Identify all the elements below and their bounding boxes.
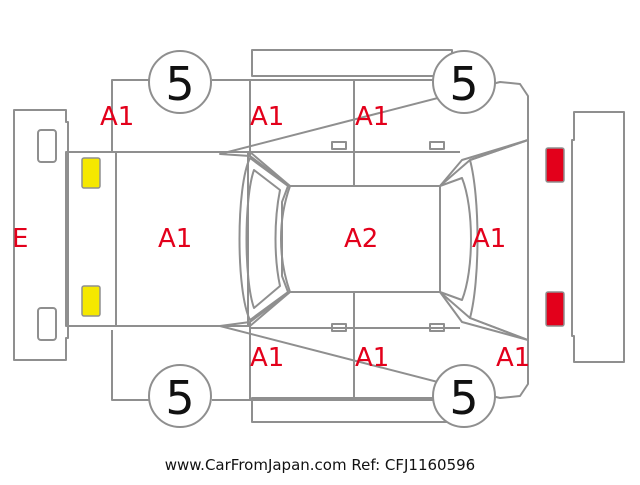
label-rear-right-quarter: A1	[496, 343, 530, 373]
front-bumper-outline	[13, 109, 69, 361]
tire-rear-left	[432, 50, 496, 114]
tire-front-right-grade: 5	[165, 371, 194, 425]
tire-rear-right	[432, 364, 496, 428]
hood-panel	[115, 151, 249, 327]
label-hood: A1	[158, 224, 192, 254]
upper-door-handle-rear	[429, 141, 445, 150]
rear-bumper-outline	[571, 111, 625, 363]
label-trunk: A1	[472, 224, 506, 254]
lower-door-handle-rear	[429, 323, 445, 332]
tire-rear-left-grade: 5	[449, 57, 478, 111]
front-bumper-slot-bottom	[37, 307, 57, 341]
front-bumper-slot-top	[37, 129, 57, 163]
roof-panel	[280, 185, 441, 293]
label-front-bumper: E	[12, 224, 28, 254]
tire-front-left-grade: 5	[165, 57, 194, 111]
label-front-left-door: A1	[250, 102, 284, 132]
tire-front-right	[148, 364, 212, 428]
lower-running-board	[251, 397, 453, 423]
label-roof: A2	[344, 224, 378, 254]
label-front-right-door: A1	[250, 343, 284, 373]
front-lamp-bottom	[81, 285, 101, 317]
label-rear-right-door: A1	[355, 343, 389, 373]
upper-door-handle-front	[331, 141, 347, 150]
rear-lamp-top	[545, 147, 565, 183]
upper-roof-rail	[251, 49, 453, 77]
tire-front-left	[148, 50, 212, 114]
windshield-inner	[245, 169, 281, 309]
rear-lamp-bottom	[545, 291, 565, 327]
footer-reference: www.CarFromJapan.com Ref: CFJ1160596	[164, 456, 476, 474]
label-front-left-fender: A1	[100, 102, 134, 132]
front-lamp-top	[81, 157, 101, 189]
windshield	[238, 157, 289, 321]
trunk-panel	[469, 139, 529, 341]
car-body-top-view	[65, 139, 529, 341]
lower-door-handle-front	[331, 323, 347, 332]
rear-window	[439, 177, 472, 301]
tire-rear-right-grade: 5	[449, 371, 478, 425]
label-rear-left-door: A1	[355, 102, 389, 132]
